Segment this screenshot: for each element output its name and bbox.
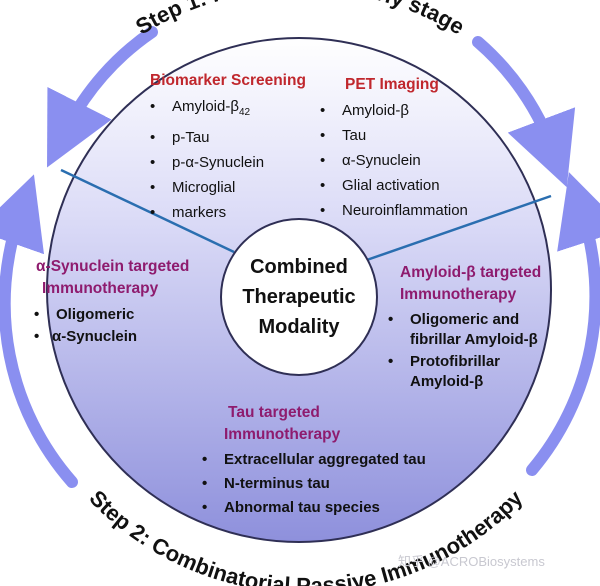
tau-title-line: Immunotherapy bbox=[224, 426, 341, 443]
amyloid-title: Amyloid-β targeted Immunotherapy bbox=[400, 262, 541, 306]
step1-title: Step 1: Prognosis at early stage bbox=[131, 0, 469, 39]
biomarker-item: Amyloid-β42 bbox=[146, 94, 264, 125]
pet-title: PET Imaging bbox=[345, 76, 439, 93]
biomarker-list: Amyloid-β42 p-Tau p-α-Synuclein Microgli… bbox=[146, 94, 264, 225]
biomarker-item-continued: markers bbox=[146, 200, 264, 225]
synuclein-title-line: Immunotherapy bbox=[42, 280, 159, 297]
biomarker-title: Biomarker Screening bbox=[150, 72, 306, 89]
center-circle bbox=[220, 218, 378, 376]
arrow-top-right bbox=[472, 36, 576, 188]
synuclein-list: Oligomeric α-Synuclein bbox=[30, 304, 137, 348]
center-label: Combined Therapeutic Modality bbox=[228, 252, 370, 342]
amyloid-title-line: Immunotherapy bbox=[400, 286, 517, 303]
pet-item: Tau bbox=[316, 123, 468, 148]
pet-item: Neuroinflammation bbox=[316, 198, 468, 223]
biomarker-item: Microglial bbox=[146, 175, 264, 200]
pet-list: Amyloid-β Tau α-Synuclein Glial activati… bbox=[316, 98, 468, 223]
synuclein-title: α-Synuclein targeted Immunotherapy bbox=[36, 256, 189, 300]
amyloid-title-line: Amyloid-β targeted bbox=[400, 264, 542, 281]
tau-item: Extracellular aggregated tau bbox=[198, 448, 426, 472]
arrow-bottom-left bbox=[0, 174, 78, 488]
synuclein-item-continued: α-Synuclein bbox=[30, 326, 137, 348]
tau-item: Abnormal tau species bbox=[198, 496, 426, 520]
biomarker-item: p-Tau bbox=[146, 125, 264, 150]
tau-title: Tau targeted Immunotherapy bbox=[214, 402, 340, 446]
arrow-bottom-right bbox=[526, 172, 600, 476]
tau-list: Extracellular aggregated tau N-terminus … bbox=[198, 448, 426, 520]
pet-item: Glial activation bbox=[316, 173, 468, 198]
divider-right bbox=[360, 194, 552, 264]
pet-item: Amyloid-β bbox=[316, 98, 468, 123]
arrow-top-left bbox=[47, 26, 158, 168]
synuclein-title-line: α-Synuclein targeted bbox=[36, 258, 190, 275]
tau-title-line: Tau targeted bbox=[228, 404, 320, 421]
pet-item: α-Synuclein bbox=[316, 148, 468, 173]
tau-item: N-terminus tau bbox=[198, 472, 426, 496]
center-label-line: Combined bbox=[250, 256, 348, 278]
biomarker-item: p-α-Synuclein bbox=[146, 150, 264, 175]
center-label-line: Modality bbox=[258, 316, 340, 338]
synuclein-item: Oligomeric bbox=[30, 304, 137, 326]
center-label-line: Therapeutic bbox=[242, 286, 356, 308]
watermark: 知乎 @ACROBiosystems bbox=[398, 554, 545, 569]
